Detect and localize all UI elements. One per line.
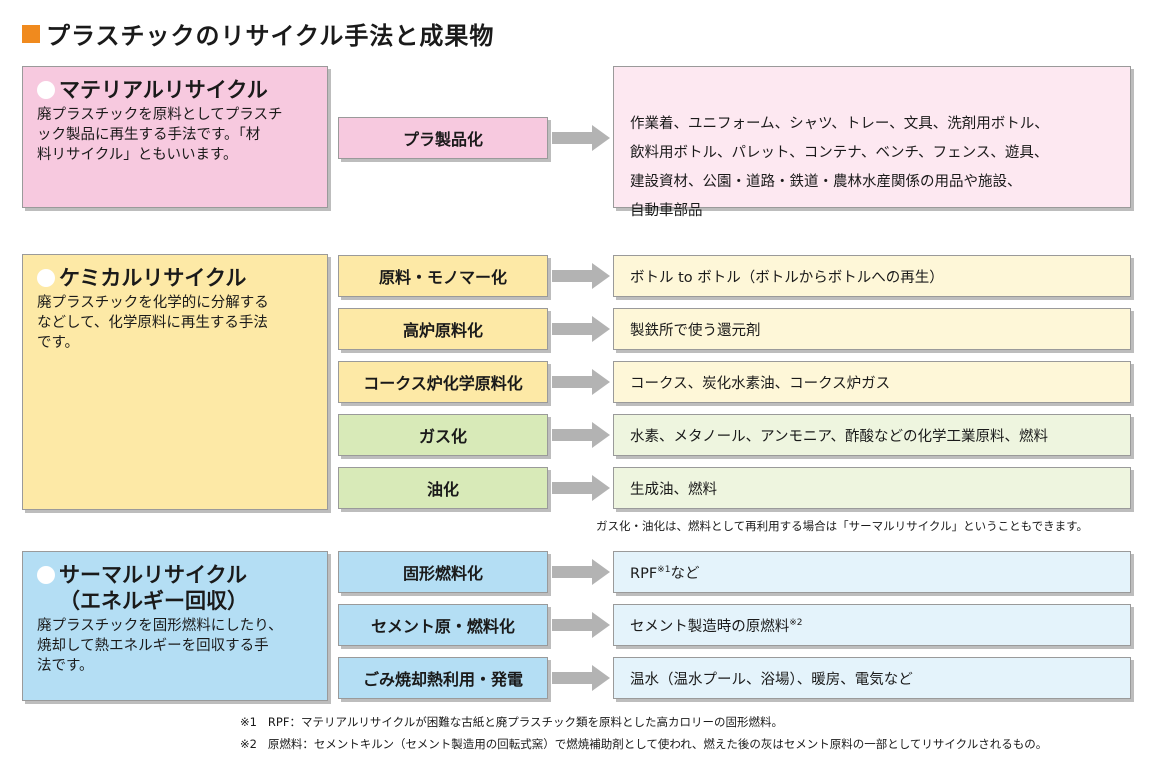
method-incineration: ごみ焼却熱利用・発電 <box>338 657 548 699</box>
method-label: 高炉原料化 <box>402 321 483 340</box>
material-result-text: 作業着、ユニフォーム、シャツ、トレー、文具、洗剤用ボトル、 飲料用ボトル、パレッ… <box>630 116 1049 219</box>
result-incineration: 温水（温水プール、浴場）、暖房、電気など <box>613 657 1131 699</box>
method-label: ガス化 <box>418 427 467 446</box>
thermal-recycle-desc: 廃プラスチックを固形燃料にしたり、 焼却して熱エネルギーを回収する手 法です。 <box>37 618 283 674</box>
page-title-text: プラスチックのリサイクル手法と成果物 <box>46 22 495 50</box>
method-label: コークス炉化学原料化 <box>363 374 523 393</box>
chemical-recycle-box: ケミカルリサイクル 廃プラスチックを化学的に分解する などして、化学原料に再生す… <box>22 254 328 510</box>
arrow-icon <box>552 125 610 151</box>
result-main: RPF <box>630 565 658 582</box>
result-cement: セメント製造時の原燃料※2 <box>613 604 1131 646</box>
footnote-text: RPF：マテリアルリサイクルが困難な古紙と廃プラスチック類を原料とした高カロリー… <box>267 715 784 729</box>
title-square-icon <box>22 24 40 43</box>
chemical-note: ガス化・油化は、燃料として再利用する場合は「サーマルリサイクル」ということもでき… <box>596 519 1088 533</box>
result-coke-oven: コークス、炭化水素油、コークス炉ガス <box>613 361 1131 403</box>
footnote-ref: ※2 <box>789 617 803 628</box>
thermal-recycle-heading: サーマルリサイクル （エネルギー回収） <box>37 562 313 614</box>
result-liquefaction: 生成油、燃料 <box>613 467 1131 509</box>
material-recycle-box: マテリアルリサイクル 廃プラスチックを原料としてプラスチ ック製品に再生する手法… <box>22 66 328 208</box>
footnote-mark: ※2 <box>240 737 257 751</box>
result-text: ボトル to ボトル（ボトルからボトルへの再生） <box>630 269 944 286</box>
method-pla-product: プラ製品化 <box>338 117 548 159</box>
method-coke-oven: コークス炉化学原料化 <box>338 361 548 403</box>
result-main: セメント製造時の原燃料 <box>630 618 790 635</box>
chemical-recycle-title: ケミカルリサイクル <box>59 266 247 290</box>
footnote-1: ※1 RPF：マテリアルリサイクルが困難な古紙と廃プラスチック類を原料とした高カ… <box>240 714 783 730</box>
method-solid-fuel: 固形燃料化 <box>338 551 548 593</box>
arrow-icon <box>552 422 610 448</box>
thermal-recycle-title: サーマルリサイクル （エネルギー回収） <box>59 563 248 613</box>
result-monomer: ボトル to ボトル（ボトルからボトルへの再生） <box>613 255 1131 297</box>
result-solid-fuel: RPF※1など <box>613 551 1131 593</box>
arrow-icon <box>552 612 610 638</box>
arrow-icon <box>552 263 610 289</box>
bullet-icon <box>37 81 55 99</box>
footnote-mark: ※1 <box>240 715 257 729</box>
result-text: 温水（温水プール、浴場）、暖房、電気など <box>630 671 913 688</box>
result-suffix: など <box>670 565 700 582</box>
material-recycle-desc: 廃プラスチックを原料としてプラスチ ック製品に再生する手法です。「材 料リサイク… <box>37 107 283 163</box>
arrow-icon <box>552 316 610 342</box>
result-text: セメント製造時の原燃料※2 <box>630 615 803 636</box>
method-blast-furnace: 高炉原料化 <box>338 308 548 350</box>
bullet-icon <box>37 269 55 287</box>
result-text: コークス、炭化水素油、コークス炉ガス <box>630 375 891 392</box>
method-liquefaction: 油化 <box>338 467 548 509</box>
arrow-icon <box>552 475 610 501</box>
footnote-text: 原燃料：セメントキルン（セメント製造用の回転式窯）で燃焼補助剤として使われ、燃え… <box>267 737 1048 751</box>
method-label: 油化 <box>426 480 459 499</box>
chemical-recycle-desc: 廃プラスチックを化学的に分解する などして、化学原料に再生する手法 です。 <box>37 295 269 351</box>
method-label: セメント原・燃料化 <box>371 617 515 636</box>
method-gasification: ガス化 <box>338 414 548 456</box>
chemical-recycle-heading: ケミカルリサイクル <box>37 265 313 291</box>
material-result: 作業着、ユニフォーム、シャツ、トレー、文具、洗剤用ボトル、 飲料用ボトル、パレッ… <box>613 66 1131 219</box>
result-text: 生成油、燃料 <box>630 481 717 498</box>
method-monomer: 原料・モノマー化 <box>338 255 548 297</box>
result-text: RPF※1など <box>630 562 699 583</box>
method-label: プラ製品化 <box>402 130 483 149</box>
result-text: 製鉄所で使う還元剤 <box>630 322 761 339</box>
arrow-icon <box>552 665 610 691</box>
arrow-icon <box>552 369 610 395</box>
method-label: 原料・モノマー化 <box>378 268 507 287</box>
result-text: 水素、メタノール、アンモニア、酢酸などの化学工業原料、燃料 <box>630 428 1049 445</box>
footnote-ref: ※1 <box>657 564 671 575</box>
material-recycle-title: マテリアルリサイクル <box>59 78 268 102</box>
arrow-icon <box>552 559 610 585</box>
page-title: プラスチックのリサイクル手法と成果物 <box>22 16 494 51</box>
result-blast-furnace: 製鉄所で使う還元剤 <box>613 308 1131 350</box>
method-label: ごみ焼却熱利用・発電 <box>362 670 523 689</box>
thermal-recycle-box: サーマルリサイクル （エネルギー回収） 廃プラスチックを固形燃料にしたり、 焼却… <box>22 551 328 701</box>
material-recycle-heading: マテリアルリサイクル <box>37 77 313 103</box>
method-cement: セメント原・燃料化 <box>338 604 548 646</box>
result-gasification: 水素、メタノール、アンモニア、酢酸などの化学工業原料、燃料 <box>613 414 1131 456</box>
method-label: 固形燃料化 <box>402 564 483 583</box>
bullet-icon <box>37 566 55 584</box>
footnote-2: ※2 原燃料：セメントキルン（セメント製造用の回転式窯）で燃焼補助剤として使われ… <box>240 736 1047 752</box>
